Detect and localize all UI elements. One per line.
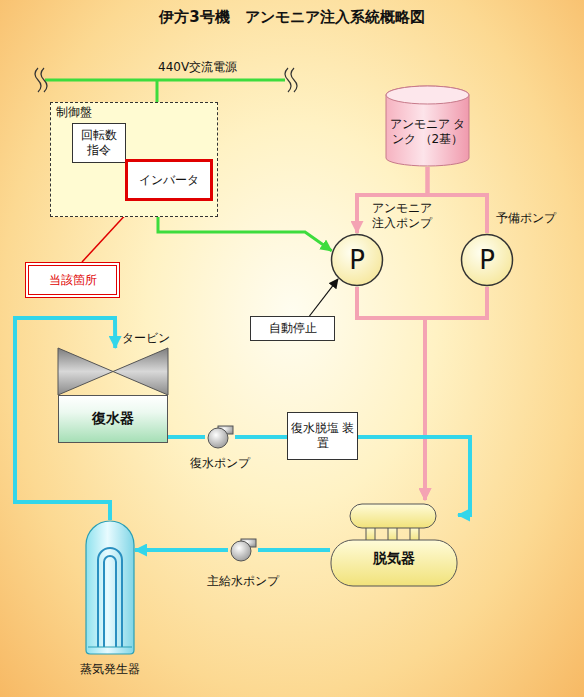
steam-generator-shell bbox=[86, 521, 134, 654]
ammonia-line bbox=[357, 287, 425, 500]
turbine-label: タービン bbox=[122, 331, 182, 346]
affected-part-box-label: 当該箇所 bbox=[49, 273, 97, 288]
deaerator-upper-drum bbox=[350, 504, 436, 528]
ammonia-tank: アンモニア タンク （2基） bbox=[385, 85, 470, 167]
affected-part-box: 当該箇所 bbox=[25, 262, 120, 298]
control-panel-label: 制御盤 bbox=[56, 105, 92, 120]
pump-symbol bbox=[205, 425, 235, 449]
pump-circle bbox=[332, 235, 383, 286]
ammonia-line bbox=[425, 287, 487, 500]
diagram-title: 伊方3号機 アンモニア注入系統概略図 bbox=[0, 8, 584, 27]
auto-stop-box-label: 自動停止 bbox=[269, 321, 317, 336]
turbine-blade bbox=[58, 348, 113, 395]
standby-pump-label: 予備ポンプ bbox=[496, 211, 566, 226]
turbine-blade bbox=[113, 348, 168, 395]
tank-body bbox=[386, 86, 469, 166]
water-line bbox=[235, 435, 287, 439]
pump-circle bbox=[462, 235, 513, 286]
water-line bbox=[358, 437, 470, 515]
ammonia-tank-label: アンモニア タンク （2基） bbox=[388, 105, 467, 147]
demineralizer-box-label: 復水脱塩 装置 bbox=[290, 421, 355, 451]
tank-top bbox=[386, 86, 469, 104]
condensate-pump: 復水ポンプ bbox=[205, 425, 235, 449]
steam-generator: 蒸気発生器 bbox=[85, 520, 135, 655]
speed-command-box-label: 回転数 指令 bbox=[75, 128, 123, 158]
demineralizer-box: 復水脱塩 装置 bbox=[287, 412, 358, 460]
bus-break-mark bbox=[285, 68, 297, 92]
auto-stop-box: 自動停止 bbox=[250, 316, 335, 341]
deaerator: 脱気器 bbox=[330, 500, 458, 588]
feedwater-pump-label: 主給水ポンプ bbox=[201, 574, 285, 589]
signal-arrow bbox=[310, 279, 338, 316]
power-bus bbox=[45, 79, 285, 82]
pump-casing bbox=[231, 541, 251, 561]
standby-pump-symbol: P bbox=[479, 247, 495, 273]
bus-break-mark bbox=[35, 68, 47, 92]
condenser-box-label: 復水器 bbox=[92, 410, 134, 428]
condenser-box: 復水器 bbox=[58, 395, 168, 443]
condensate-pump-label: 復水ポンプ bbox=[185, 456, 255, 471]
inverter-box: インバータ bbox=[125, 159, 213, 201]
speed-command-box: 回転数 指令 bbox=[72, 123, 126, 163]
feedwater-pump: 主給水ポンプ bbox=[228, 538, 258, 562]
supply-label: 440V交流電源 bbox=[158, 60, 237, 75]
ammonia-line bbox=[428, 167, 488, 233]
water-line bbox=[258, 548, 330, 552]
turbine-shape bbox=[58, 348, 168, 395]
water-line bbox=[168, 435, 205, 439]
u-tube bbox=[98, 548, 122, 647]
deaerator-shape bbox=[330, 500, 458, 588]
water-line bbox=[135, 548, 228, 552]
steam-generator-label: 蒸気発生器 bbox=[60, 662, 160, 677]
injection-pump: アンモニア 注入ポンプP bbox=[330, 233, 384, 287]
steam-generator-shape bbox=[85, 520, 135, 655]
inverter-box-label: インバータ bbox=[139, 173, 199, 188]
injection-pump-symbol: P bbox=[349, 247, 365, 273]
control-panel: 制御盤回転数 指令インバータ bbox=[50, 102, 218, 217]
u-tube bbox=[104, 556, 116, 647]
turbine: タービン bbox=[58, 348, 168, 395]
tube-sheet bbox=[88, 646, 132, 647]
pump-casing bbox=[208, 428, 228, 448]
injection-pump-label: アンモニア 注入ポンプ bbox=[372, 201, 436, 231]
deaerator-lower-drum bbox=[331, 540, 457, 586]
standby-pump: 予備ポンプP bbox=[460, 233, 514, 287]
deaerator-label: 脱気器 bbox=[330, 550, 458, 568]
pump-symbol bbox=[228, 538, 258, 562]
